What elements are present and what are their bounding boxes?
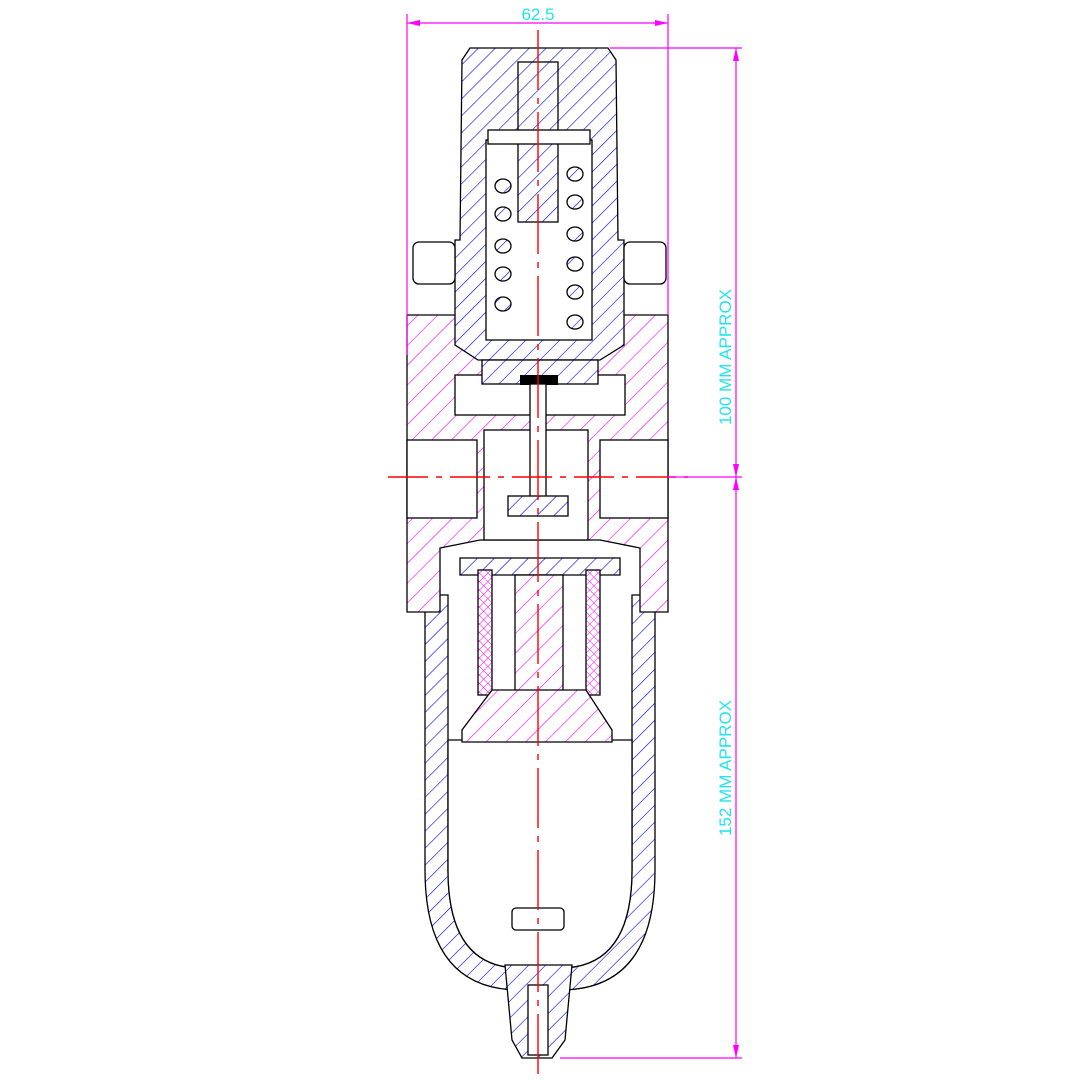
baffle — [459, 557, 621, 576]
outlet-port — [599, 439, 669, 519]
seal — [520, 375, 558, 385]
deflector — [461, 689, 613, 743]
spring-coils — [494, 166, 584, 330]
width-dimension-label: 62.5 — [521, 5, 554, 24]
inlet-port — [406, 439, 478, 519]
dimension-arrows — [407, 20, 739, 1058]
upper-height-dimension-label: 100 MM APPROX — [716, 289, 735, 425]
spring-plate — [487, 129, 591, 145]
lock-ring-lug-right — [623, 241, 667, 285]
bowl-inner — [447, 739, 633, 969]
dimension-lines — [406, 14, 742, 1059]
lower-height-dimension-label: 152 MM APPROX — [716, 700, 735, 836]
lock-ring-lug-left — [412, 241, 456, 285]
filter-element-right — [585, 569, 601, 696]
filter-element-left — [477, 569, 493, 696]
